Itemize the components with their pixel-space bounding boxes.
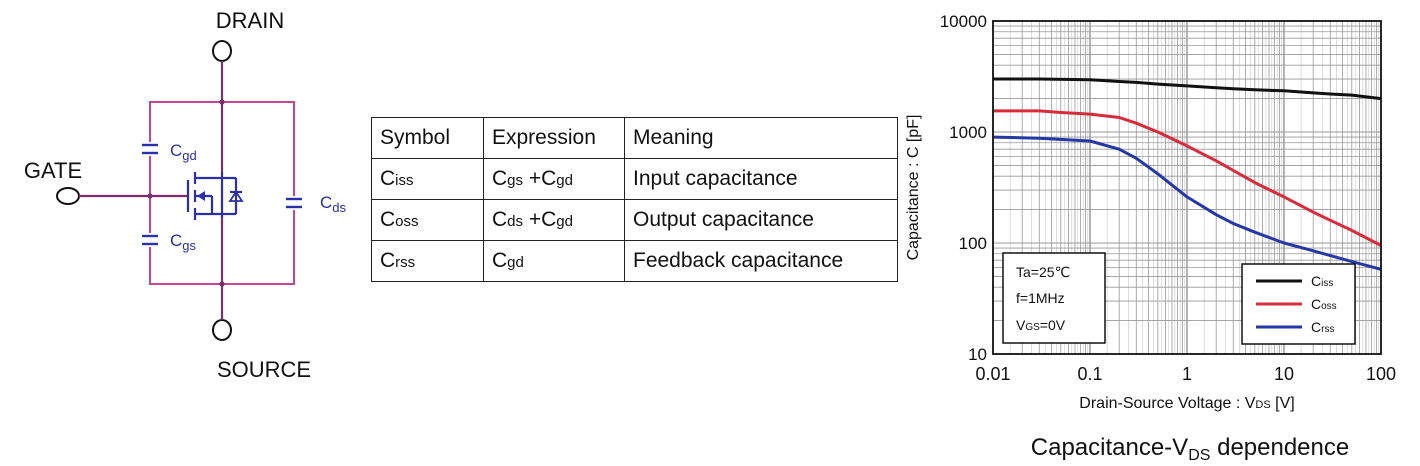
chart-tick-labels: 0.01 0.1 1 10 100 10 100 1000 10000 [940,12,1396,384]
symbol-cell: Crss [371,240,484,282]
symbol-cell: Ciss [371,158,484,200]
legend-item-ciss: Ciss [1311,273,1333,289]
cgd-capacitor-icon [142,142,158,156]
header-expression: Expression [483,117,625,159]
crss-line [992,135,1382,271]
y-tick-label: 10 [968,345,987,364]
legend-item-coss: Coss [1311,296,1337,312]
y-tick-label: 100 [959,234,987,253]
chart-series [992,77,1382,271]
plot-area-frame [992,20,1382,355]
x-tick-label: 0.01 [975,364,1010,384]
condition-vgs: VGS=0V [1016,317,1066,333]
x-tick-label: 1 [1182,364,1192,384]
mosfet-icon [186,172,242,220]
table-row: Crss Cgd Feedback capacitance [371,240,898,282]
drain-label: DRAIN [216,8,284,33]
expression-cell: Cds +Cgd [483,199,625,241]
header-meaning: Meaning [624,117,898,159]
meaning-cell: Output capacitance [624,199,898,241]
cgs-capacitor-icon [142,233,158,247]
table-header-row: Symbol Expression Meaning [371,117,898,159]
mosfet-arrow-icon [197,191,205,201]
ciss-line [993,77,1382,101]
cds-capacitor-icon [286,196,302,210]
source-terminal [212,319,232,341]
legend-item-crss: Crss [1311,319,1334,335]
x-tick-label: 100 [1366,364,1396,384]
cgs-label: Cgs [170,231,197,253]
body-diode-icon [228,190,244,202]
x-tick-label: 0.1 [1077,364,1102,384]
table-row: Ciss Cgs +Cgd Input capacitance [371,158,898,200]
mosfet-capacitance-circuit: DRAIN GATE SOURCE Cgd [24,8,347,382]
junction-dots [147,99,225,287]
drain-terminal [212,40,232,62]
cds-label: Cds [320,193,347,215]
capacitance-table: Symbol Expression Meaning Ciss Cgs +Cgd … [371,117,898,282]
gate-label: GATE [24,158,82,183]
expression-cell: Cgd [483,240,625,282]
table-row: Coss Cds +Cgd Output capacitance [371,199,898,241]
condition-temperature: Ta=25℃ [1016,264,1070,280]
header-symbol: Symbol [371,117,484,159]
y-tick-label: 10000 [940,12,987,31]
conditions-box: Ta=25℃ f=1MHz VGS=0V [1002,252,1106,344]
symbol-cell: Coss [371,199,484,241]
cgd-label: Cgd [170,141,197,163]
coss-line [993,109,1382,247]
x-tick-label: 10 [1274,364,1294,384]
circuit-wires [79,61,224,320]
y-axis-label: Capacitance : C [pF] [905,115,922,261]
capacitance-chart: 0.01 0.1 1 10 100 10 100 1000 10000 Capacitance … [905,12,1396,464]
chart-title: Capacitance-VDS dependence [1031,434,1349,464]
expression-cell: Cgs +Cgd [483,158,625,200]
source-label: SOURCE [217,357,311,382]
meaning-cell: Input capacitance [624,158,898,200]
x-axis-label: Drain-Source Voltage : VDS [V] [1079,395,1294,412]
meaning-cell: Feedback capacitance [624,240,898,282]
y-tick-label: 1000 [949,123,987,142]
condition-frequency: f=1MHz [1016,290,1065,306]
gate-terminal [56,187,80,205]
